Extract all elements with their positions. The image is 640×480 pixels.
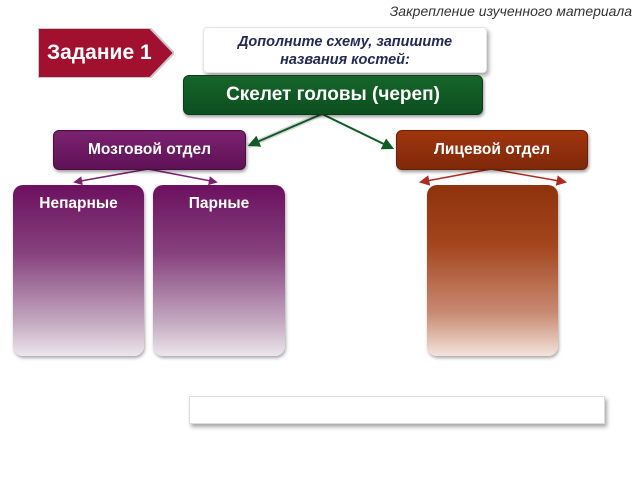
task-badge: Задание 1 bbox=[38, 28, 174, 78]
face-section-node: Лицевой отдел bbox=[396, 130, 588, 170]
task-arrow-shape bbox=[38, 28, 174, 78]
task-label: Задание 1 bbox=[47, 41, 152, 64]
paired-bones-column: Парные bbox=[153, 185, 285, 356]
skull-root-node: Скелет головы (череп) bbox=[183, 75, 483, 115]
unpaired-bones-column: Непарные bbox=[13, 185, 144, 356]
root-to-face-arrow bbox=[321, 113, 395, 150]
instruction-line-2: названия костей: bbox=[280, 52, 410, 68]
paired-bones-label: Парные bbox=[188, 195, 250, 212]
root-to-brain-arrow bbox=[247, 113, 323, 147]
instruction-line-1: Дополните схему, запишите bbox=[237, 34, 453, 50]
slide-header-note: Закрепление изученного материала bbox=[389, 3, 632, 19]
facial-bones-label bbox=[427, 185, 558, 195]
face-to-right-arrow bbox=[490, 168, 568, 186]
face-to-left-arrow bbox=[418, 168, 492, 186]
instruction-box: Дополните схему, запишите названия косте… bbox=[203, 27, 487, 73]
answer-field[interactable] bbox=[189, 396, 605, 424]
facial-bones-column bbox=[427, 185, 558, 356]
brain-to-unpaired-arrow bbox=[73, 168, 149, 186]
unpaired-bones-label: Непарные bbox=[39, 195, 118, 212]
brain-to-paired-arrow bbox=[147, 168, 218, 186]
brain-section-node: Мозговой отдел bbox=[53, 130, 246, 170]
